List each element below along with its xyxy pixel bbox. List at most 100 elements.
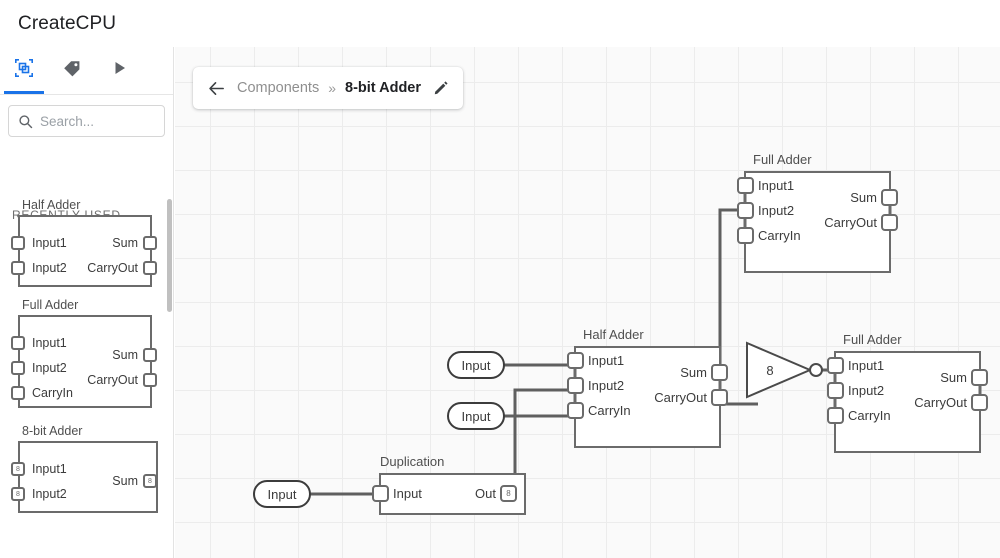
node-label-input-3: Input [267, 487, 297, 502]
pin-half-adder-sum [711, 364, 728, 381]
palette-pin-label: Input2 [32, 487, 67, 501]
palette-pin-label: Sum [112, 348, 138, 362]
pin-duplication-out [500, 485, 517, 502]
palette-item-8bit-adder[interactable]: 8-bit Adder 8 Input1 8 Input2 8 Sum [0, 424, 173, 545]
node-input-1[interactable] [447, 351, 505, 379]
node-label-input-2: Input [461, 409, 491, 424]
play-icon [111, 59, 129, 82]
palette-pin-carryout[interactable] [143, 373, 157, 387]
pin-width-badge: 8 [506, 489, 511, 498]
pin-label-sum: Sum [680, 365, 707, 380]
pin-label-carryout: CarryOut [914, 395, 967, 410]
node-title-half-adder: Half Adder [583, 327, 644, 342]
circuit-diagram [253, 171, 988, 515]
sidebar-tabbar [0, 47, 173, 95]
palette-pin-input1[interactable]: 8 [11, 462, 25, 476]
app-title: CreateCPU [18, 13, 117, 34]
pencil-icon[interactable] [433, 80, 449, 96]
palette-pin-label: Input2 [32, 261, 67, 275]
breadcrumb-current: 8-bit Adder [345, 80, 422, 96]
pin-full-adder-top-input1 [737, 177, 754, 194]
palette-item-title: Full Adder [22, 298, 79, 312]
palette-pin-label: CarryIn [32, 386, 73, 400]
node-label-input-1: Input [461, 358, 491, 373]
node-input-3[interactable] [253, 480, 311, 508]
components-tab[interactable] [0, 47, 48, 94]
palette-item-half-adder[interactable]: Half Adder Input1 Input2 Sum CarryOut [0, 198, 173, 319]
pin-label-carryin: CarryIn [588, 403, 631, 418]
palette-pin-label: CarryOut [87, 261, 138, 275]
tag-icon [62, 58, 82, 83]
pin-half-adder-carryout [711, 389, 728, 406]
breadcrumb-separator: » [328, 80, 337, 96]
palette-pin-label: Sum [112, 236, 138, 250]
not-gate-width-label: 8 [766, 363, 774, 378]
palette-pin-label: Input2 [32, 361, 67, 375]
pin-label-carryin: CarryIn [848, 408, 891, 423]
palette-pin-input1[interactable] [11, 336, 25, 350]
tags-tab[interactable] [48, 47, 96, 94]
pin-full-adder-top-input2 [737, 202, 754, 219]
pin-label-input1: Input1 [588, 353, 625, 368]
palette-pin-label: Input1 [32, 236, 67, 250]
palette-pin-carryin[interactable] [11, 386, 25, 400]
search-icon [18, 114, 33, 129]
arrow-left-icon[interactable] [205, 77, 228, 100]
pin-half-adder-input1 [567, 352, 584, 369]
pin-full-adder-top-carryout [881, 214, 898, 231]
pin-label-input1: Input1 [848, 358, 885, 373]
pin-full-adder-right-carryout [971, 394, 988, 411]
pin-label-input2: Input2 [588, 378, 625, 393]
pin-label-carryout: CarryOut [824, 215, 877, 230]
pin-full-adder-top-sum [881, 189, 898, 206]
node-half-adder-body[interactable] [574, 346, 721, 448]
pin-label-input2: Input2 [758, 203, 795, 218]
palette-pin-label: Sum [112, 474, 138, 488]
pin-half-adder-carryin [567, 402, 584, 419]
palette-pin-label: CarryOut [87, 373, 138, 387]
pin-label-sum: Sum [940, 370, 967, 385]
palette-pin-input2[interactable] [11, 261, 25, 275]
breadcrumb-root[interactable]: Components [237, 80, 320, 96]
palette-pin-input1[interactable] [11, 236, 25, 250]
sidebar-scrollbar[interactable] [167, 199, 172, 312]
pin-width-badge: 8 [16, 465, 20, 473]
sidebar: RECENTLY USED PRIMITIVES Half Adder Inpu… [0, 47, 174, 558]
palette-item-full-adder[interactable]: Full Adder Input1 Input2 CarryIn Sum Car… [0, 298, 173, 439]
pin-label-carryin: CarryIn [758, 228, 801, 243]
pin-full-adder-top-carryin [737, 227, 754, 244]
pin-label-input: Input [393, 486, 422, 501]
pin-width-badge: 8 [148, 477, 152, 485]
node-title-duplication: Duplication [380, 454, 445, 469]
node-title-full-adder-right: Full Adder [843, 332, 902, 347]
pin-duplication-input [372, 485, 389, 502]
palette-item-title: Half Adder [22, 198, 81, 212]
title-bar: CreateCPU [0, 0, 1000, 47]
pin-full-adder-right-input2 [827, 382, 844, 399]
palette-pin-sum[interactable]: 8 [143, 474, 157, 488]
palette-pin-carryout[interactable] [143, 261, 157, 275]
palette-pin-label: Input1 [32, 462, 67, 476]
pin-label-out: Out [475, 486, 496, 501]
palette-item-title: 8-bit Adder [22, 424, 83, 438]
not-gate-triangle[interactable] [746, 341, 813, 399]
pin-label-sum: Sum [850, 190, 877, 205]
pin-label-input2: Input2 [848, 383, 885, 398]
pin-full-adder-right-sum [971, 369, 988, 386]
palette-pin-input2[interactable] [11, 361, 25, 375]
run-tab[interactable] [96, 47, 144, 94]
component-icon [13, 57, 35, 84]
palette-pin-sum[interactable] [143, 348, 157, 362]
breadcrumb: Components » 8-bit Adder [193, 67, 464, 109]
search-box[interactable] [8, 105, 165, 137]
pin-width-badge: 8 [16, 490, 20, 498]
node-input-2[interactable] [447, 402, 505, 430]
search-input[interactable] [40, 113, 150, 129]
not-gate-bubble [809, 363, 823, 377]
palette-pin-sum[interactable] [143, 236, 157, 250]
circuit-canvas[interactable]: Components » 8-bit Adder Full Adder Inpu… [175, 47, 1000, 558]
node-title-full-adder-top: Full Adder [753, 152, 812, 167]
pin-label-carryout: CarryOut [654, 390, 707, 405]
palette-pin-input2[interactable]: 8 [11, 487, 25, 501]
